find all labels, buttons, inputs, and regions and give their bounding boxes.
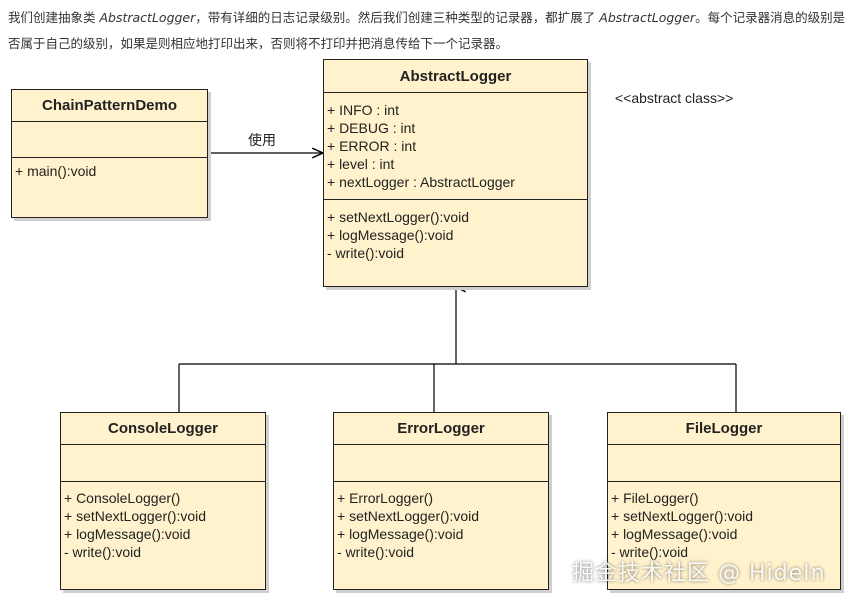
field: + level : int <box>327 156 395 172</box>
method: - write():void <box>327 245 405 261</box>
method: + main():void <box>15 163 97 179</box>
method: + setNextLogger():void <box>327 209 470 225</box>
class-title: ErrorLogger <box>334 413 548 445</box>
method: + logMessage():void <box>327 227 454 243</box>
class-error-logger[interactable]: ErrorLogger + ErrorLogger() + setNextLog… <box>333 412 549 590</box>
method: + setNextLogger():void <box>64 508 207 524</box>
method: + logMessage():void <box>64 526 191 542</box>
uses-label: 使用 <box>248 133 276 149</box>
field: + nextLogger : AbstractLogger <box>327 174 515 190</box>
class-methods: + setNextLogger():void + logMessage():vo… <box>324 200 587 266</box>
class-fields: + INFO : int + DEBUG : int + ERROR : int… <box>324 93 587 200</box>
class-methods: + ConsoleLogger() + setNextLogger():void… <box>61 482 265 565</box>
class-abstract-logger[interactable]: AbstractLogger + INFO : int + DEBUG : in… <box>323 59 588 287</box>
field: + DEBUG : int <box>327 120 416 136</box>
class-fields <box>608 445 840 482</box>
method: + setNextLogger():void <box>611 508 754 524</box>
class-methods: + main():void <box>12 158 207 184</box>
intro-class-name: AbstractLogger <box>599 10 696 25</box>
stereotype-note: <<abstract class>> <box>615 90 734 106</box>
method: + logMessage():void <box>611 526 738 542</box>
class-methods: + ErrorLogger() + setNextLogger():void +… <box>334 482 548 565</box>
field: + ERROR : int <box>327 138 417 154</box>
class-title: AbstractLogger <box>324 60 587 93</box>
intro-paragraph: 我们创建抽象类 AbstractLogger，带有详细的日志记录级别。然后我们创… <box>8 5 848 57</box>
class-title: ConsoleLogger <box>61 413 265 445</box>
method: - write():void <box>611 544 689 560</box>
class-methods: + FileLogger() + setNextLogger():void + … <box>608 482 840 565</box>
method: + FileLogger() <box>611 490 699 506</box>
field: + INFO : int <box>327 102 399 118</box>
method: + ErrorLogger() <box>337 490 434 506</box>
method: - write():void <box>337 544 415 560</box>
class-fields <box>12 122 207 158</box>
class-file-logger[interactable]: FileLogger + FileLogger() + setNextLogge… <box>607 412 841 590</box>
class-title: FileLogger <box>608 413 840 445</box>
intro-class-name: AbstractLogger <box>99 10 196 25</box>
class-chain-pattern-demo[interactable]: ChainPatternDemo + main():void <box>11 89 208 218</box>
method: + ConsoleLogger() <box>64 490 181 506</box>
class-title: ChainPatternDemo <box>12 90 207 122</box>
method: - write():void <box>64 544 142 560</box>
watermark: 掘金技术社区 @ HideIn <box>572 561 826 586</box>
method: + logMessage():void <box>337 526 464 542</box>
intro-text: 我们创建抽象类 <box>8 10 100 25</box>
intro-text: 。每个记录器消息的级别是否属于自己的级别，如果是则相应地打印出来，否则将不打印并… <box>8 10 846 51</box>
class-fields <box>61 445 265 482</box>
intro-text: ，带有详细的日志记录级别。然后我们创建三种类型的记录器，都扩展了 <box>195 10 600 25</box>
method: + setNextLogger():void <box>337 508 480 524</box>
class-fields <box>334 445 548 482</box>
class-console-logger[interactable]: ConsoleLogger + ConsoleLogger() + setNex… <box>60 412 266 590</box>
